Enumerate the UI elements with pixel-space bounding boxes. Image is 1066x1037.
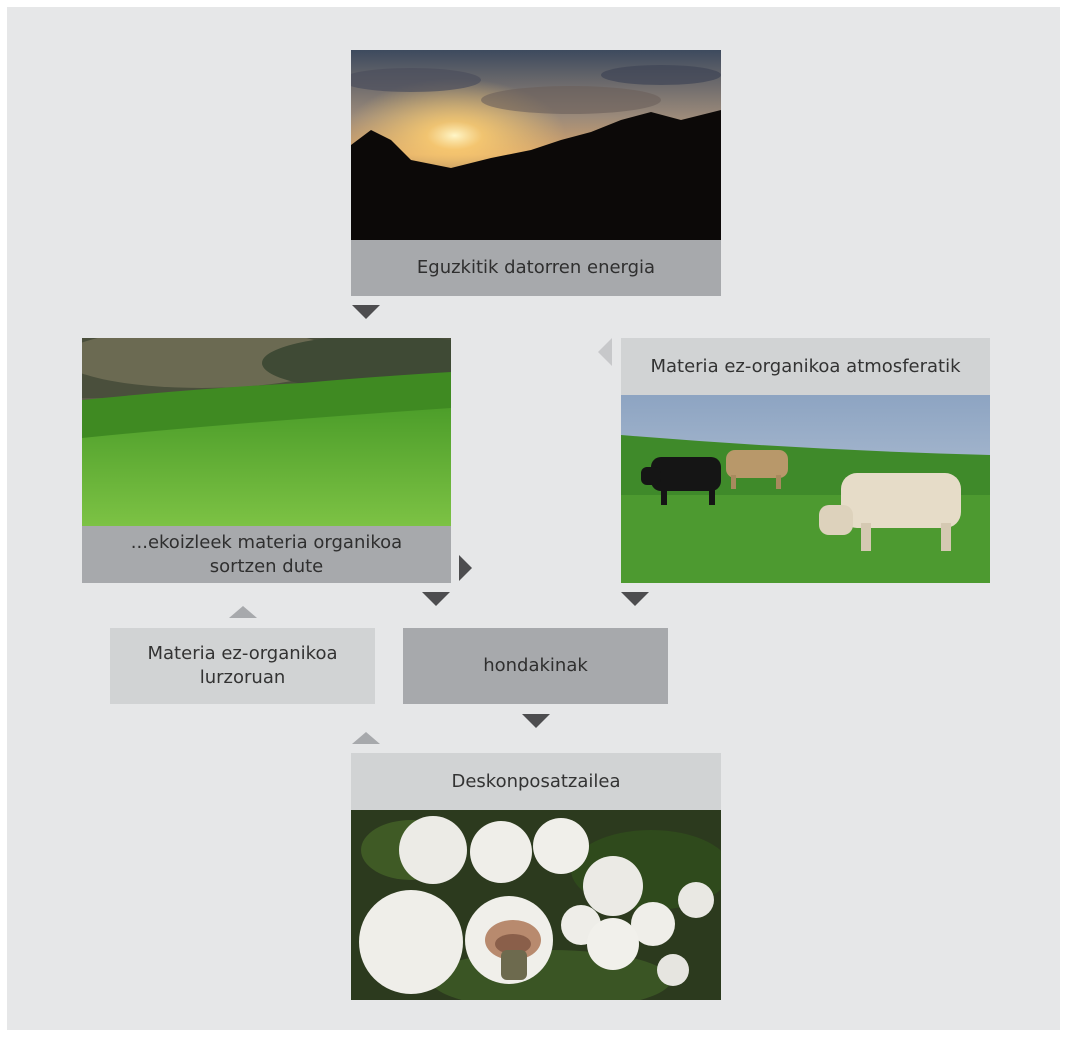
atmosphere-label: Materia ez-organikoa atmosferatik: [621, 338, 990, 395]
arrow-soil-to-producers: [229, 606, 257, 618]
arrow-producers-to-atmosphere: [459, 555, 472, 581]
arrow-waste-to-decomposer: [522, 714, 550, 728]
arrow-atmosphere-to-waste: [621, 592, 649, 606]
producers-label: ...ekoizleek materia organikoa sortzen d…: [82, 526, 451, 583]
cows-photo: [621, 395, 990, 583]
arrow-decomposer-to-soil: [352, 732, 380, 744]
sunset-photo: [351, 50, 721, 240]
arrow-sun-to-producers: [352, 305, 380, 319]
waste-label: hondakinak: [403, 628, 668, 704]
soil-label: Materia ez-organikoa lurzoruan: [110, 628, 375, 704]
green-field-photo: [82, 338, 451, 526]
arrow-producers-to-waste: [422, 592, 450, 606]
mushrooms-photo: [351, 810, 721, 1000]
sun-energy-label: Eguzkitik datorren energia: [351, 240, 721, 296]
decomposer-label: Deskonposatzailea: [351, 753, 721, 810]
arrow-atmosphere-incoming: [598, 338, 612, 366]
